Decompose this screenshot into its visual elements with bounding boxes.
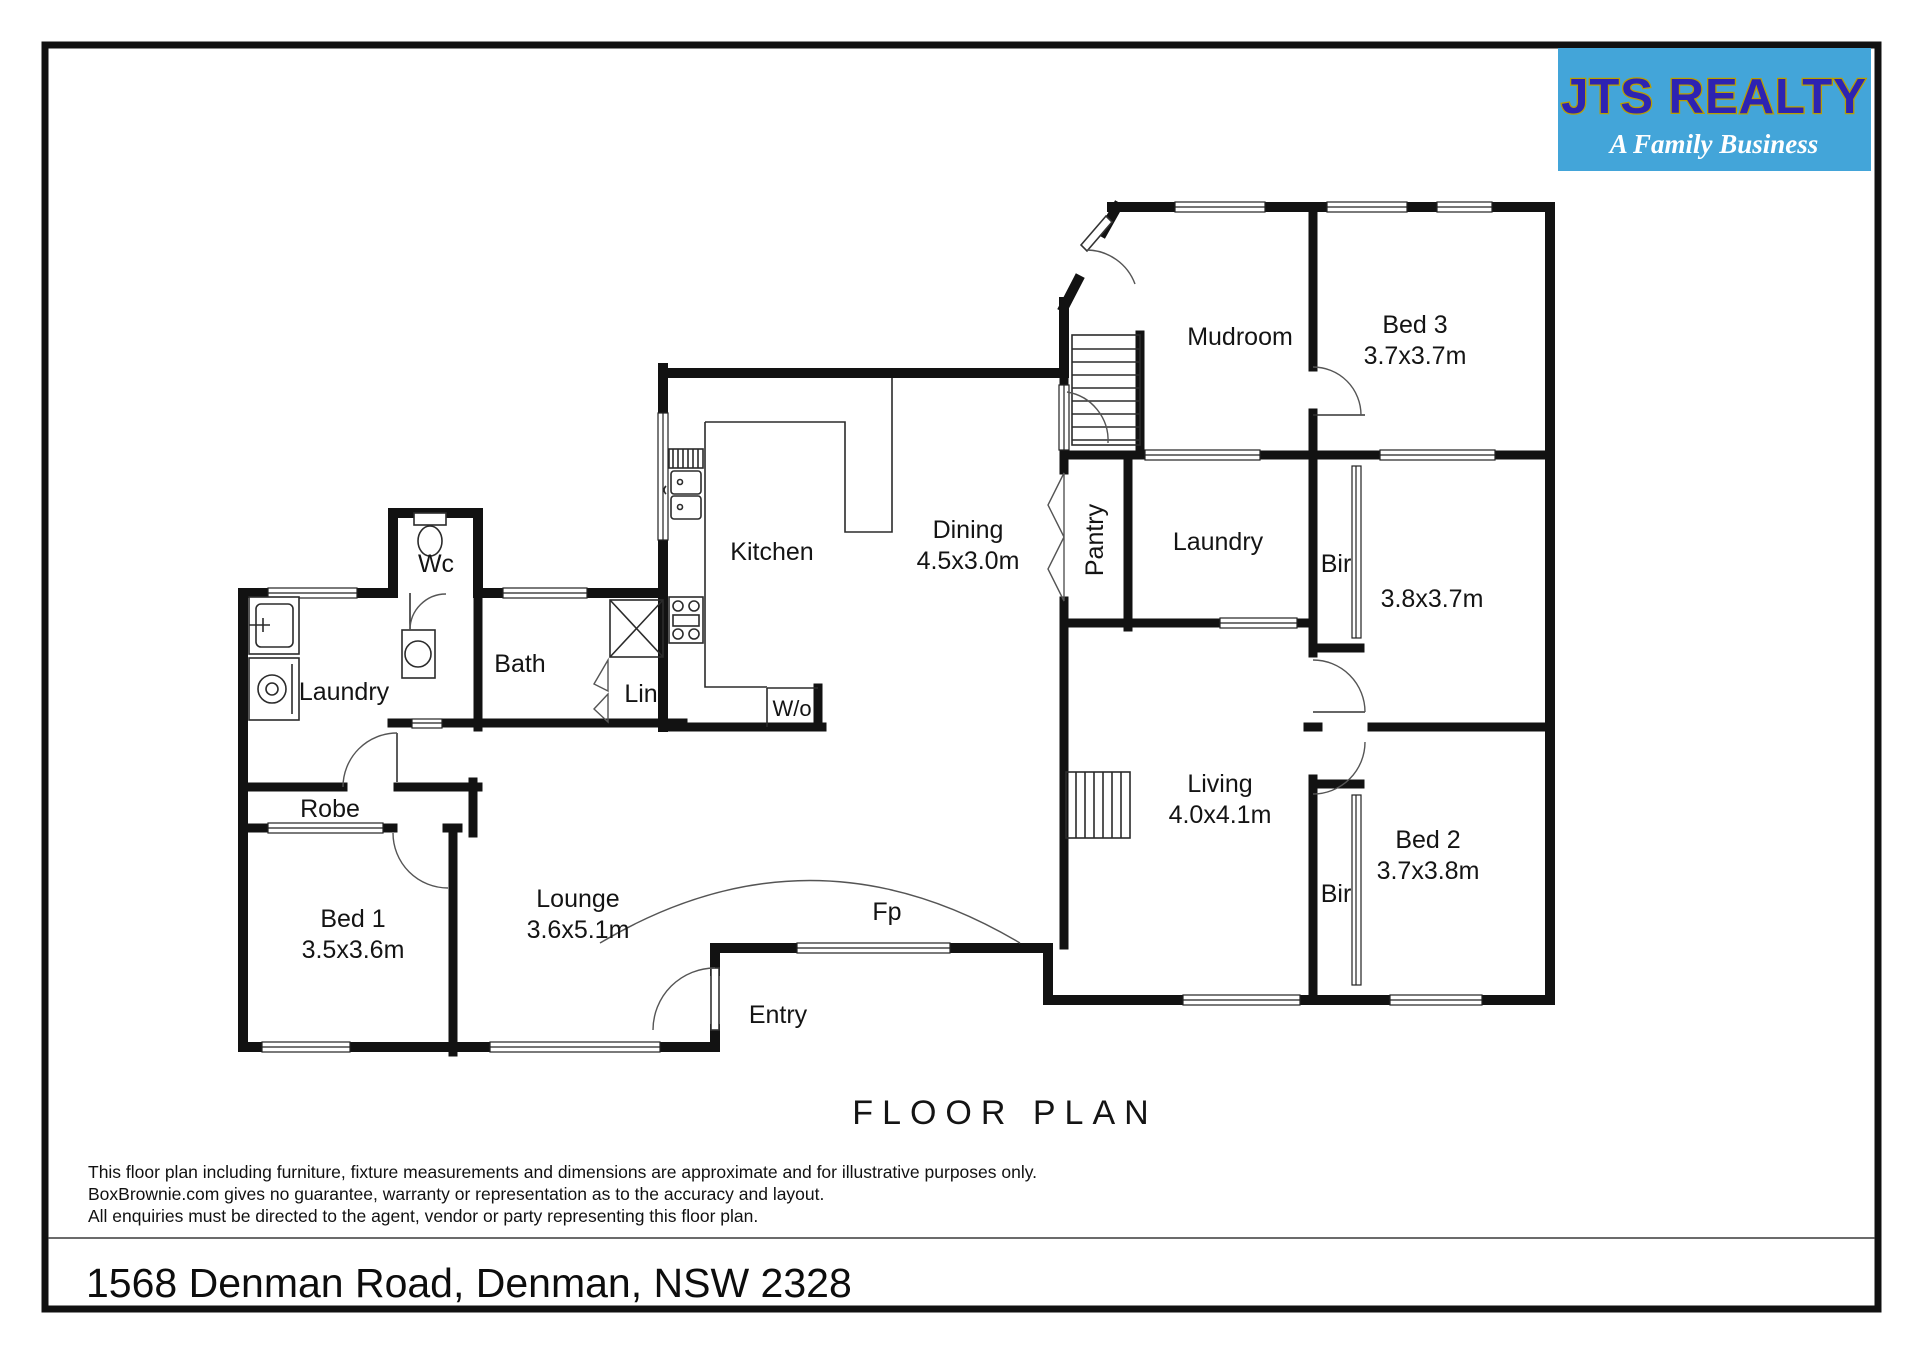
window [657, 412, 669, 541]
room-label-bir-top: Bir [1321, 550, 1352, 578]
window [1389, 994, 1483, 1006]
washing-machine-icon [248, 657, 300, 721]
door-bed2 [1312, 741, 1366, 795]
door-wc [409, 593, 447, 631]
porch-arch [599, 879, 1021, 944]
bath-basin-icon [401, 629, 436, 679]
room-dims-bed2: 3.7x3.8m [1377, 857, 1480, 885]
logo-subtitle: A Family Business [1608, 129, 1819, 159]
room-label-lin: Lin [624, 680, 657, 708]
disclaimer: This floor plan including furniture, fix… [88, 1162, 1037, 1226]
door-pantry-bifold [1047, 472, 1065, 602]
plan-title: FLOOR PLAN [852, 1094, 1157, 1132]
room-labels: Mudroom Bed 3 3.7x3.7m Pantry Laundry Bi… [299, 311, 1484, 1029]
door-lin-bifold [593, 657, 609, 724]
sliding-door [411, 718, 443, 729]
window [489, 1041, 661, 1053]
stairs [1071, 334, 1141, 446]
window [1379, 449, 1496, 461]
page-border [41, 41, 1882, 1313]
window [267, 587, 358, 599]
room-label-fp: Fp [872, 898, 901, 926]
door-hall [342, 732, 398, 788]
window [267, 822, 384, 834]
window [1182, 994, 1301, 1006]
room-label-lounge: Lounge [536, 885, 619, 913]
room-label-bed3: Bed 3 [1382, 311, 1447, 339]
fireplace [1065, 771, 1131, 839]
laundry-tub-icon [248, 596, 300, 655]
doors [342, 214, 1366, 1031]
linen-cupboard-icon [609, 599, 664, 658]
room-label-robe: Robe [300, 795, 360, 823]
window [261, 1041, 351, 1053]
door-diagonal-mudroom [1079, 214, 1136, 285]
kitchen-sink-icon [663, 448, 704, 520]
room-label-laundry-left: Laundry [299, 678, 390, 706]
room-dims-living: 4.0x4.1m [1169, 801, 1272, 829]
kitchen-bench [704, 378, 893, 727]
agency-logo: JTS REALTY A Family Business [1558, 48, 1871, 171]
room-dims-dining: 4.5x3.0m [917, 547, 1020, 575]
logo-title: JTS REALTY [1561, 70, 1867, 124]
door-entry [652, 967, 720, 1031]
room-dims-lounge: 3.6x5.1m [527, 916, 630, 944]
windows [261, 201, 1496, 1053]
window [1436, 201, 1493, 213]
sliding-door [1351, 465, 1362, 639]
disclaimer-line-1: This floor plan including furniture, fix… [88, 1162, 1037, 1182]
door-stairs [1066, 391, 1109, 444]
window [1219, 617, 1298, 629]
logo-background [1558, 48, 1871, 171]
window [502, 587, 588, 599]
room-label-pantry: Pantry [1081, 503, 1109, 576]
disclaimer-line-2: BoxBrownie.com gives no guarantee, warra… [88, 1184, 824, 1204]
room-dims-bed1: 3.5x3.6m [302, 936, 405, 964]
room-label-mudroom: Mudroom [1187, 323, 1293, 351]
room-label-bath: Bath [494, 650, 545, 678]
room-label-kitchen: Kitchen [730, 538, 813, 566]
window [1326, 201, 1408, 213]
room-label-living: Living [1187, 770, 1252, 798]
room-label-bed1: Bed 1 [320, 905, 385, 933]
fixtures [248, 448, 704, 721]
room-label-wc: Wc [418, 550, 454, 578]
window [1058, 384, 1070, 451]
toilet-icon [413, 512, 447, 557]
room-label-entry: Entry [749, 1001, 808, 1029]
room-label-dining: Dining [933, 516, 1004, 544]
room-label-bed2: Bed 2 [1395, 826, 1460, 854]
room-dims-bed3: 3.7x3.7m [1364, 342, 1467, 370]
stove-icon [668, 596, 704, 644]
disclaimer-line-3: All enquiries must be directed to the ag… [88, 1206, 758, 1226]
room-label-bir-bottom: Bir [1321, 880, 1352, 908]
room-dims-room38: 3.8x3.7m [1381, 585, 1484, 613]
sliding-door [1351, 794, 1362, 986]
window [1144, 449, 1261, 461]
window [796, 942, 951, 954]
property-address: 1568 Denman Road, Denman, NSW 2328 [86, 1260, 852, 1306]
door-bed3 [1312, 366, 1365, 416]
window [1174, 201, 1266, 213]
door-room38 [1312, 659, 1366, 713]
door-bed1 [392, 832, 449, 889]
room-label-wo: W/o [772, 696, 811, 721]
room-label-laundry-right: Laundry [1173, 528, 1264, 556]
